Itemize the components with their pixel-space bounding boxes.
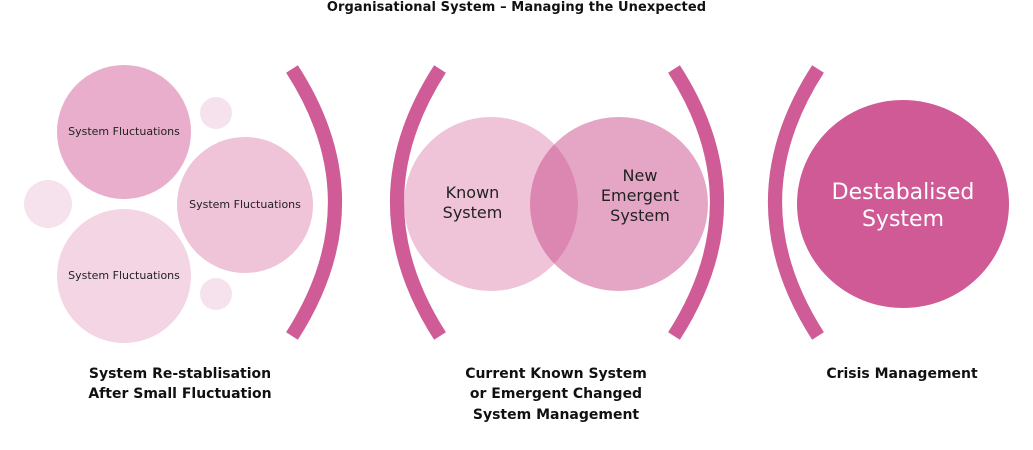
stage-label-current-system: Current Known System or Emergent Changed… (465, 366, 647, 423)
bracket-right-1 (286, 65, 342, 340)
stage-label-crisis-management: Crisis Management (826, 366, 978, 382)
fluctuation-circle-top (57, 65, 191, 199)
bracket-left-2 (390, 65, 446, 340)
fluctuation-label-right: System Fluctuations (189, 198, 301, 212)
fluctuation-label-top: System Fluctuations (68, 125, 180, 139)
diagram-title: Organisational System – Managing the Une… (326, 0, 707, 15)
destabalised-system-circle (797, 100, 1009, 308)
emergent-system-label: New Emergent System (600, 166, 680, 225)
stage-label-restablisation: System Re-stablisation After Small Fluct… (88, 366, 272, 403)
destabalised-system-label: Destabalised System (831, 179, 975, 233)
decorative-dot (24, 180, 72, 228)
decorative-dot (200, 278, 232, 310)
known-system-label: Known System (442, 183, 503, 222)
decorative-dot (200, 97, 232, 129)
fluctuation-circle-right (177, 137, 313, 273)
fluctuation-label-bottom: System Fluctuations (68, 269, 180, 283)
fluctuation-circle-bottom (57, 209, 191, 343)
bracket-right-3 (668, 65, 724, 340)
bracket-left-4 (768, 65, 824, 340)
